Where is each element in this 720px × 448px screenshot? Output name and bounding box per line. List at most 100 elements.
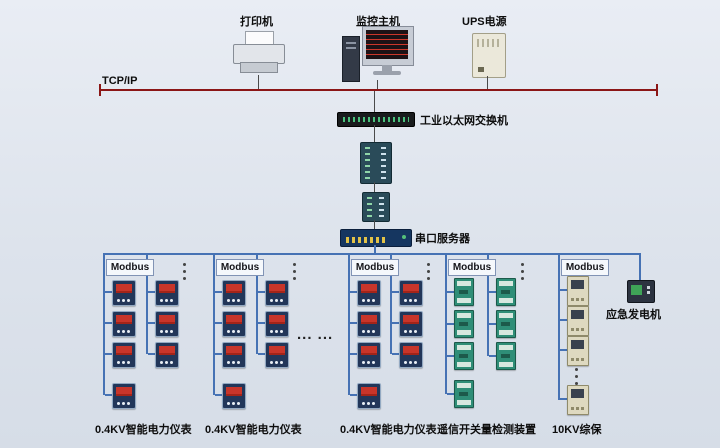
monitor-host-icon	[342, 26, 414, 82]
io-module-icon	[496, 342, 516, 370]
connector-line	[374, 91, 375, 112]
power-meter-icon	[357, 311, 381, 337]
printer-icon	[232, 31, 286, 76]
device-stub-line	[258, 322, 265, 324]
column-label: 0.4KV智能电力仪表	[95, 424, 192, 436]
modbus-label-box: Modbus	[351, 259, 399, 276]
device-stub-line	[105, 353, 112, 355]
device-stub-line	[447, 393, 454, 395]
device-stub-line	[447, 291, 454, 293]
monitor-host-label: 监控主机	[356, 16, 400, 28]
power-meter-icon	[222, 311, 246, 337]
serial-server-label: 串口服务器	[415, 233, 470, 245]
generator-icon	[627, 280, 655, 303]
power-meter-icon	[265, 280, 289, 306]
modbus-branch-line	[146, 253, 148, 354]
modbus-branch-line	[639, 253, 641, 281]
power-meter-icon	[155, 342, 179, 368]
generator-label: 应急发电机	[606, 309, 661, 321]
device-stub-line	[105, 291, 112, 293]
connector-line	[374, 125, 375, 142]
column-label: 遥信开关量检测装置	[437, 424, 536, 436]
power-meter-icon	[222, 383, 246, 409]
media-converter-icon	[360, 142, 392, 184]
device-stub-line	[392, 353, 399, 355]
connector-line	[374, 182, 375, 192]
modbus-bus-line	[103, 253, 641, 255]
device-stub-line	[148, 322, 155, 324]
modbus-branch-line	[390, 253, 392, 354]
ellipsis-vertical-icon	[521, 263, 524, 266]
printer-label: 打印机	[240, 16, 273, 28]
power-meter-icon	[357, 342, 381, 368]
media-converter-icon	[362, 192, 390, 222]
device-stub-line	[489, 291, 496, 293]
device-stub-line	[447, 323, 454, 325]
power-meter-icon	[399, 342, 423, 368]
power-meter-icon	[222, 280, 246, 306]
device-stub-line	[560, 319, 567, 321]
modbus-label-box: Modbus	[216, 259, 264, 276]
device-stub-line	[105, 322, 112, 324]
ellipsis-horizontal: ... ...	[297, 326, 334, 343]
modbus-branch-line	[445, 253, 447, 394]
device-stub-line	[447, 355, 454, 357]
modbus-label-box: Modbus	[448, 259, 496, 276]
power-meter-icon	[155, 280, 179, 306]
modbus-branch-line	[487, 253, 489, 356]
power-meter-icon	[265, 342, 289, 368]
ethernet-switch-icon	[337, 112, 415, 127]
ellipsis-vertical-icon	[427, 263, 430, 266]
power-meter-icon	[112, 342, 136, 368]
tcpip-bus-end-tick	[656, 84, 658, 96]
device-stub-line	[489, 355, 496, 357]
power-meter-icon	[399, 311, 423, 337]
device-stub-line	[392, 291, 399, 293]
column-label: 0.4KV智能电力仪表	[205, 424, 302, 436]
connector-line	[374, 220, 375, 229]
tcpip-label: TCP/IP	[102, 75, 138, 87]
io-module-icon	[496, 278, 516, 306]
protection-relay-icon	[567, 385, 589, 415]
device-stub-line	[392, 322, 399, 324]
connector-line	[377, 80, 378, 90]
modbus-branch-line	[256, 253, 258, 354]
protection-relay-icon	[567, 336, 589, 366]
io-module-icon	[454, 310, 474, 338]
protection-relay-icon	[567, 276, 589, 306]
device-stub-line	[560, 289, 567, 291]
io-module-icon	[496, 310, 516, 338]
device-stub-line	[148, 353, 155, 355]
device-stub-line	[350, 394, 357, 396]
pc-tower-icon	[342, 36, 360, 82]
ups-icon	[472, 33, 506, 78]
printer-body	[233, 44, 285, 64]
connector-line	[487, 76, 488, 90]
power-meter-icon	[265, 311, 289, 337]
io-module-icon	[454, 278, 474, 306]
power-meter-icon	[155, 311, 179, 337]
device-stub-line	[560, 349, 567, 351]
device-stub-line	[148, 291, 155, 293]
ellipsis-vertical-icon	[293, 263, 296, 266]
power-meter-icon	[112, 280, 136, 306]
modbus-label-box: Modbus	[106, 259, 154, 276]
power-meter-icon	[112, 383, 136, 409]
column-label: 0.4KV智能电力仪表	[340, 424, 437, 436]
serial-server-icon	[340, 229, 412, 247]
ups-label: UPS电源	[462, 16, 507, 28]
io-module-icon	[454, 380, 474, 408]
device-stub-line	[258, 291, 265, 293]
column-label: 10KV综保	[552, 424, 602, 436]
power-meter-icon	[357, 280, 381, 306]
power-meter-icon	[399, 280, 423, 306]
device-stub-line	[489, 323, 496, 325]
protection-relay-icon	[567, 306, 589, 336]
device-stub-line	[215, 322, 222, 324]
power-meter-icon	[357, 383, 381, 409]
modbus-label-box: Modbus	[561, 259, 609, 276]
printer-tray	[240, 62, 278, 73]
tcpip-bus-end-tick	[99, 84, 101, 96]
modbus-branch-line	[558, 253, 560, 400]
device-stub-line	[105, 394, 112, 396]
